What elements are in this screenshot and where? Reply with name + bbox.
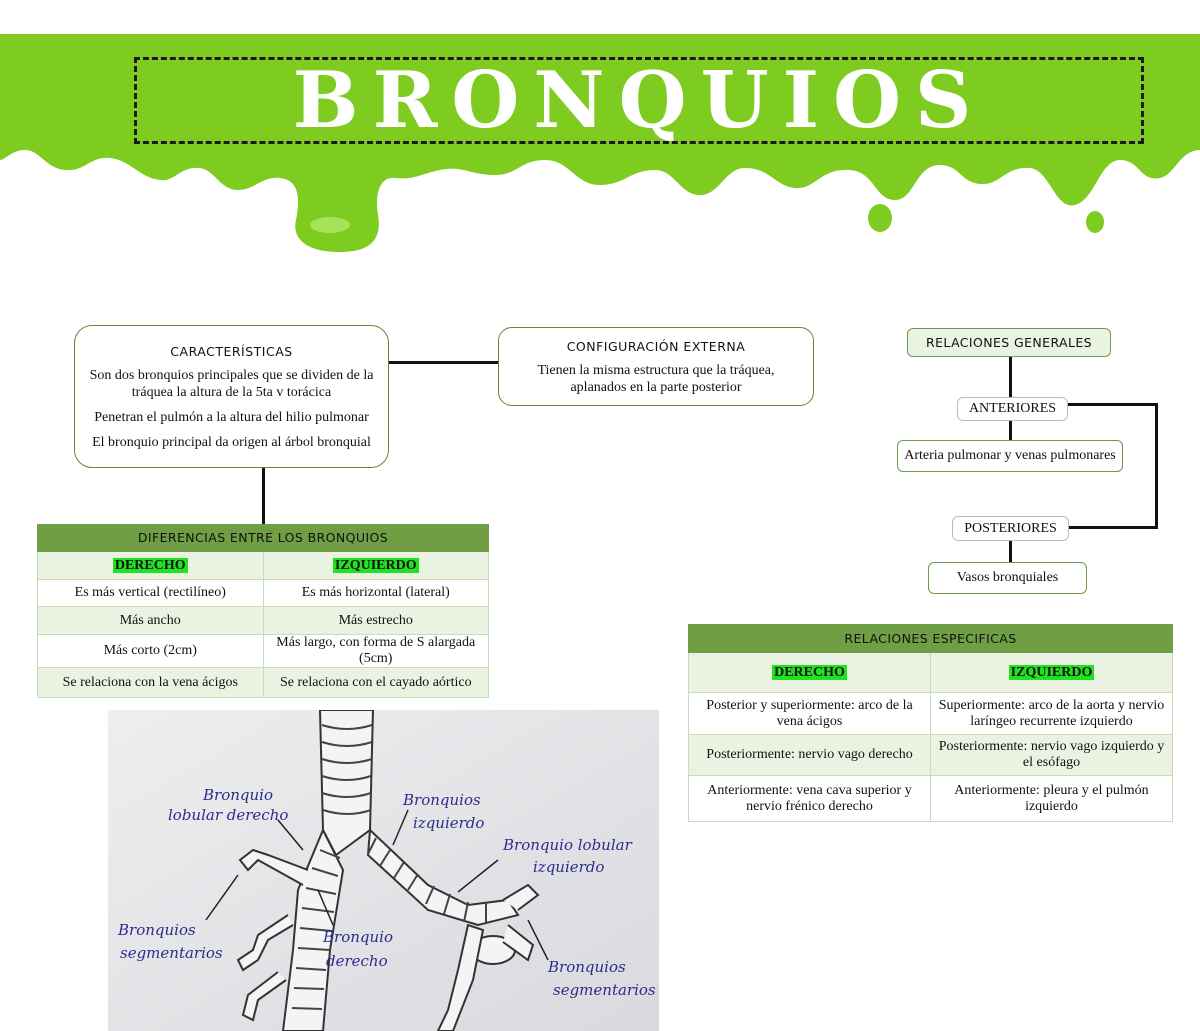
table-cell: Más ancho: [37, 606, 264, 635]
table-cell: Anteriormente: pleura y el pulmón izquie…: [930, 775, 1173, 822]
label-lobular-derecho: lobular derecho: [168, 806, 288, 824]
configuracion-heading: CONFIGURACIÓN EXTERNA: [566, 339, 746, 354]
diferencias-col-izquierdo: IZQUIERDO: [332, 557, 419, 573]
table-cell: Superiormente: arco de la aorta y nervio…: [930, 692, 1173, 735]
bronchi-drawing: Bronquio lobular derecho Bronquios izqui…: [108, 710, 659, 1031]
label-derecho: Bronquio: [322, 928, 393, 946]
connector-line: [1009, 421, 1012, 440]
label-izquierdo: izquierdo: [413, 814, 484, 832]
connector-line: [389, 361, 499, 364]
label-segmentarios-left: segmentarios: [120, 944, 223, 962]
configuracion-card: CONFIGURACIÓN EXTERNA Tienen la misma es…: [498, 327, 814, 406]
label-segmentarios-right: segmentarios: [553, 981, 656, 999]
table-cell: Anteriormente: vena cava superior y nerv…: [688, 775, 931, 822]
especificas-col-izquierdo: IZQUIERDO: [1008, 664, 1095, 680]
diferencias-col-derecho: DERECHO: [112, 557, 188, 573]
table-cell: Es más horizontal (lateral): [262, 579, 489, 607]
connector-line: [1068, 526, 1158, 529]
caracteristicas-text-1: Son dos bronquios principales que se div…: [89, 368, 374, 400]
table-cell: Más corto (2cm): [37, 634, 264, 668]
posteriores-label: POSTERIORES: [952, 516, 1069, 541]
diferencias-title: DIFERENCIAS ENTRE LOS BRONQUIOS: [37, 524, 489, 552]
slime-highlight: [310, 217, 350, 233]
label-lobular-derecho: Bronquio: [202, 786, 273, 804]
label-izquierdo: Bronquios: [402, 791, 481, 809]
connector-line: [1068, 403, 1158, 406]
caracteristicas-text-2: Penetran el pulmón a la altura del hilio…: [94, 410, 369, 425]
relaciones-especificas-title: RELACIONES ESPECIFICAS: [688, 624, 1173, 653]
posteriores-item: Vasos bronquiales: [928, 562, 1087, 594]
page-title: BRONQUIOS: [292, 54, 986, 146]
table-cell: Se relaciona con la vena ácigos: [37, 667, 264, 698]
caracteristicas-text-3: El bronquio principal da origen al árbol…: [92, 435, 371, 450]
bronchi-sketch: Bronquio lobular derecho Bronquios izqui…: [108, 710, 659, 1031]
configuracion-text: Tienen la misma estructura que la tráque…: [537, 363, 775, 395]
label-lobular-izquierdo: Bronquio lobular: [502, 836, 633, 854]
relaciones-generales-title: RELACIONES GENERALES: [907, 328, 1111, 357]
label-derecho: derecho: [326, 952, 388, 970]
slime-drop: [868, 204, 892, 232]
table-cell: Más largo, con forma de S alargada (5cm): [262, 634, 489, 668]
table-cell: Más estrecho: [262, 606, 489, 635]
connector-line: [1155, 403, 1158, 529]
caracteristicas-card: CARACTERÍSTICAS Son dos bronquios princi…: [74, 325, 389, 468]
caracteristicas-heading: CARACTERÍSTICAS: [170, 344, 293, 359]
slime-drop: [1086, 211, 1104, 233]
connector-line: [1009, 357, 1012, 397]
table-cell: Posteriormente: nervio vago derecho: [688, 734, 931, 776]
table-cell: Posterior y superiormente: arco de la ve…: [688, 692, 931, 735]
connector-line: [262, 468, 265, 524]
label-segmentarios-right: Bronquios: [547, 958, 626, 976]
especificas-col-derecho: DERECHO: [772, 664, 847, 680]
label-lobular-izquierdo: izquierdo: [533, 858, 604, 876]
connector-line: [1009, 541, 1012, 562]
diferencias-table: DIFERENCIAS ENTRE LOS BRONQUIOS DERECHO I…: [37, 524, 489, 698]
label-segmentarios-left: Bronquios: [117, 921, 196, 939]
table-cell: Se relaciona con el cayado aórtico: [262, 667, 489, 698]
table-cell: Es más vertical (rectilíneo): [37, 579, 264, 607]
table-cell: Posteriormente: nervio vago izquierdo y …: [930, 734, 1173, 776]
title-frame: BRONQUIOS: [134, 57, 1144, 144]
anteriores-label: ANTERIORES: [957, 397, 1068, 421]
anteriores-item: Arteria pulmonar y venas pulmonares: [897, 440, 1123, 472]
